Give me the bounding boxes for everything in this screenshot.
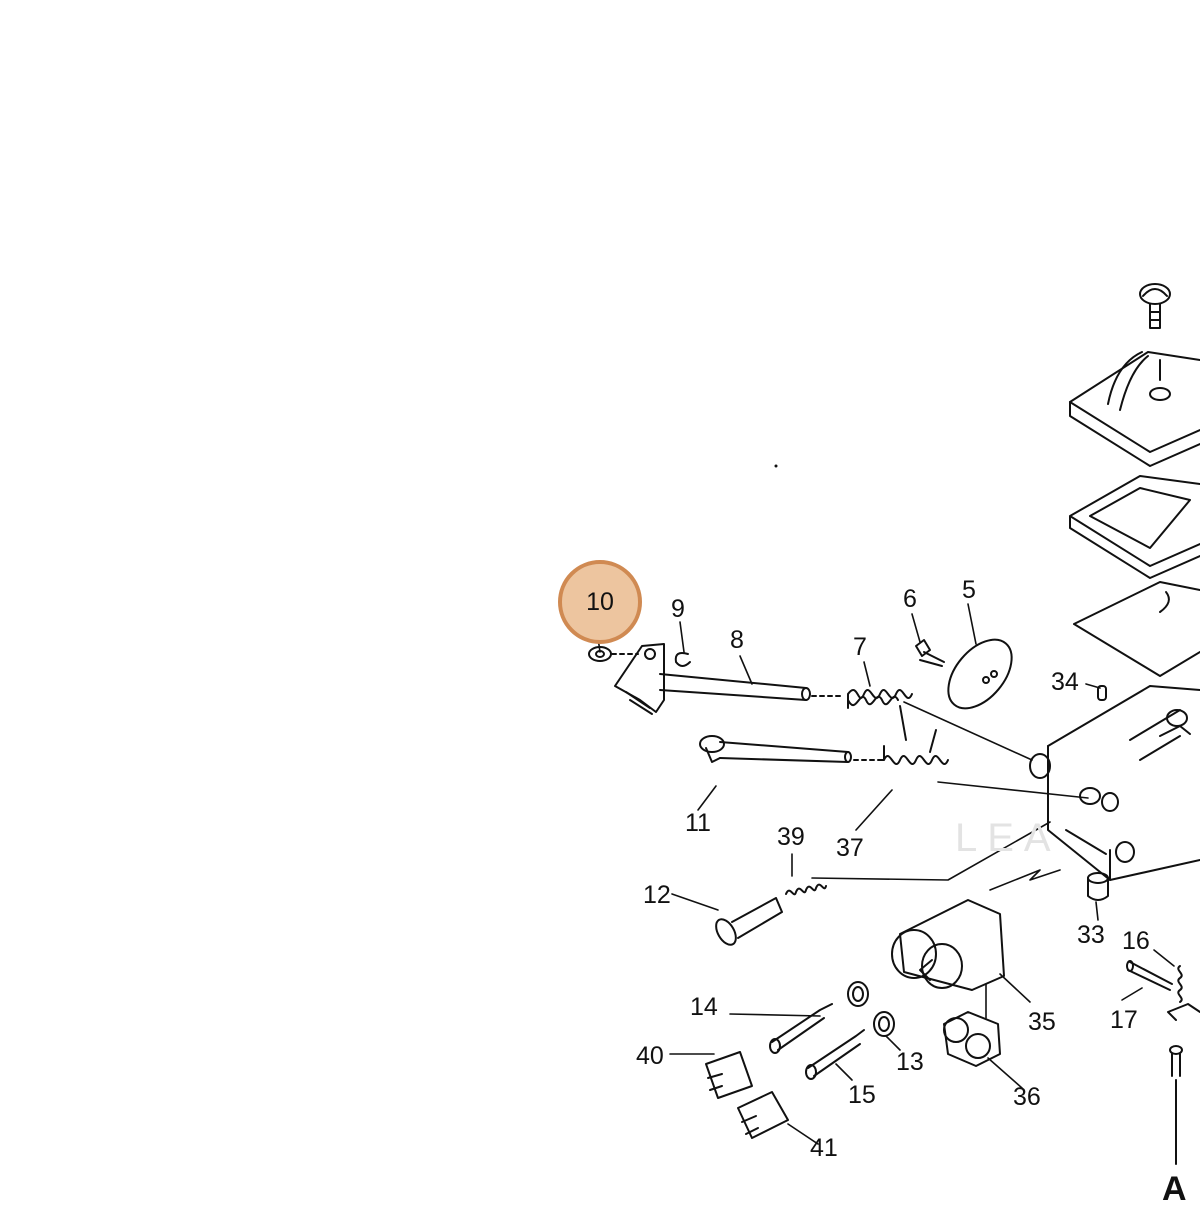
part-16-spring-drawing <box>1177 965 1183 1003</box>
part-14-needle-drawing <box>769 1003 833 1054</box>
part-label-9[interactable]: 9 <box>671 595 685 623</box>
part-17-pin-drawing <box>1126 960 1200 1021</box>
part-8-throttle-shaft-drawing <box>614 643 841 715</box>
part-35-block-drawing <box>891 899 1005 991</box>
part-label-40[interactable]: 40 <box>636 1042 664 1070</box>
part-label-41[interactable]: 41 <box>810 1134 838 1162</box>
part-label-16[interactable]: 16 <box>1122 927 1150 955</box>
part-34-pin-drawing <box>1097 685 1107 701</box>
carburetor-body-drawing <box>1029 685 1200 881</box>
part-label-13[interactable]: 13 <box>896 1048 924 1076</box>
part-label-6[interactable]: 6 <box>903 585 917 613</box>
section-label-a: A <box>1162 1170 1187 1208</box>
part-label-15[interactable]: 15 <box>848 1081 876 1109</box>
part-label-5[interactable]: 5 <box>962 576 976 604</box>
gasket-plates-drawing <box>1069 475 1200 677</box>
watermark-text: LEA <box>955 816 1061 860</box>
part-40-cap-drawing <box>705 1051 753 1099</box>
part-11-choke-shaft-drawing <box>699 735 881 763</box>
part-label-8[interactable]: 8 <box>730 626 744 654</box>
part-39-spring-drawing <box>785 883 827 896</box>
part-label-34[interactable]: 34 <box>1051 668 1079 696</box>
section-a-screw-drawing <box>1169 1045 1183 1165</box>
part-label-17[interactable]: 17 <box>1110 1006 1138 1034</box>
part-12-idle-screw-drawing <box>715 897 783 946</box>
part-10-nut-drawing <box>588 646 639 662</box>
part-15-needle-drawing <box>805 1029 865 1080</box>
part-6-screw-drawing <box>915 639 945 667</box>
part-label-39[interactable]: 39 <box>777 823 805 851</box>
part-9-clip-drawing <box>674 652 691 667</box>
part-label-7[interactable]: 7 <box>853 633 867 661</box>
part-5-valve-plate-drawing <box>947 638 1013 710</box>
pump-cover-drawing <box>1069 351 1200 467</box>
part-36-block-drawing <box>943 1011 1001 1067</box>
part-41-cap-drawing <box>737 1091 789 1139</box>
part-13-washers-drawing <box>847 981 895 1037</box>
assembly-lines <box>811 701 1089 891</box>
part-7-spring-drawing <box>847 689 913 741</box>
part-label-12[interactable]: 12 <box>643 881 671 909</box>
part-label-11[interactable]: 11 <box>685 809 711 837</box>
part-label-10[interactable]: 10 <box>586 587 614 616</box>
part-label-14[interactable]: 14 <box>690 993 718 1021</box>
highlighted-part-marker[interactable] <box>558 560 642 644</box>
part-37-spring-drawing <box>879 729 949 765</box>
part-label-33[interactable]: 33 <box>1077 921 1105 949</box>
part-label-37[interactable]: 37 <box>836 834 864 862</box>
top-screw-drawing <box>1139 283 1171 329</box>
part-33-cap-drawing <box>1087 872 1109 901</box>
part-label-35[interactable]: 35 <box>1028 1008 1056 1036</box>
leader-lines <box>597 603 1175 1145</box>
part-label-36[interactable]: 36 <box>1013 1083 1041 1111</box>
